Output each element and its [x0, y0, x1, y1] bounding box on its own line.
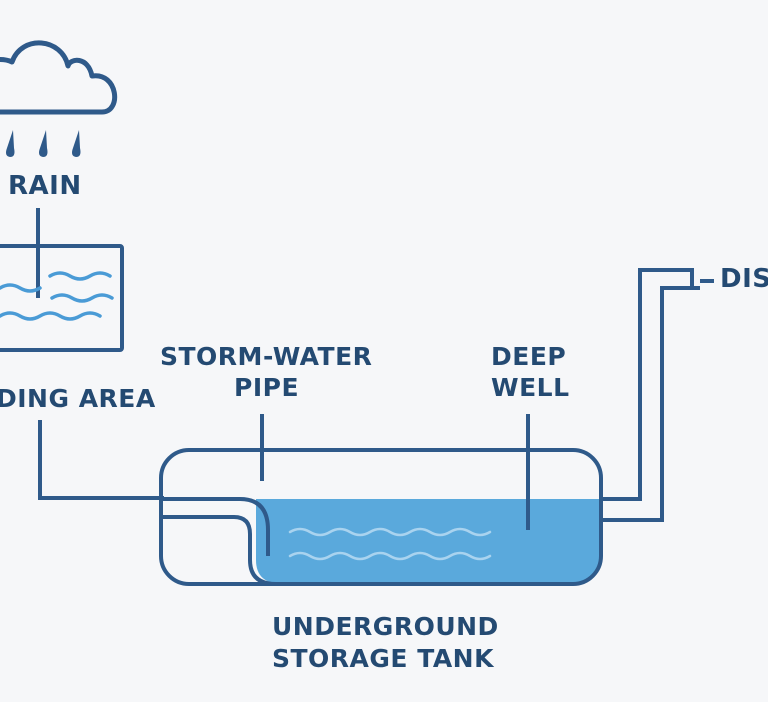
landing-drain-line — [38, 420, 164, 500]
rain-label: RAIN — [8, 171, 82, 201]
landing-area-box — [0, 244, 124, 352]
storm-water-pipe-label-line2: PIPE — [234, 373, 300, 402]
deep-well-label-line1: DEEP — [491, 342, 567, 371]
discharge-pipe-inner — [601, 268, 694, 501]
raindrop-icon — [6, 130, 15, 157]
tank-label-line1: UNDERGROUND — [272, 612, 499, 641]
tank-label-line2: STORAGE TANK — [272, 644, 494, 673]
deep-well-label: DEEP WELL — [491, 344, 570, 400]
tank-water-waves — [288, 527, 492, 561]
tank-water — [256, 499, 600, 584]
landing-area-waves — [0, 271, 114, 321]
deep-well-label-line2: WELL — [491, 373, 570, 402]
storm-water-pipe-label: STORM-WATER PIPE — [160, 344, 372, 400]
raindrop-icon — [39, 130, 48, 157]
storm-water-pipe-label-line1: STORM-WATER — [160, 342, 373, 371]
discharge-pipe-outer — [601, 286, 700, 522]
landing-area-label: DING AREA — [0, 384, 156, 413]
cloud-icon — [0, 40, 118, 115]
discharge-label: DISC — [720, 264, 768, 294]
inlet-pipe — [161, 497, 270, 556]
raindrop-icon — [72, 130, 81, 157]
raindrops-icon — [6, 130, 81, 157]
underground-storage-tank-label: UNDERGROUND STORAGE TANK — [272, 614, 499, 671]
inlet-pipe-inner — [161, 515, 277, 586]
